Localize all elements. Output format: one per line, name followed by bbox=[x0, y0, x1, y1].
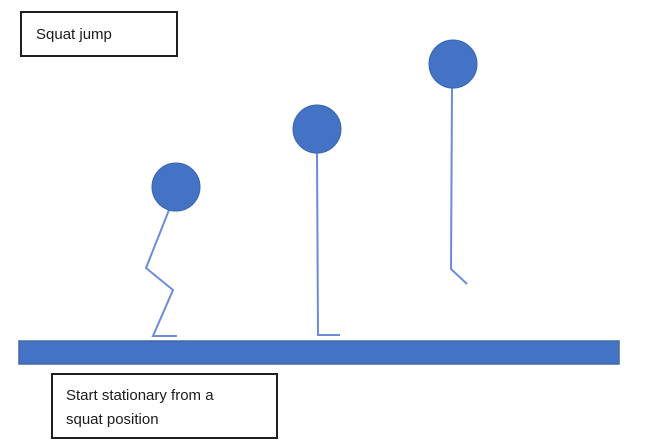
caption-box: Start stationary from a squat position bbox=[51, 373, 278, 439]
caption-line-2: squat position bbox=[66, 411, 159, 428]
figure-airborne-head bbox=[428, 39, 478, 89]
caption-line-1: Start stationary from a bbox=[66, 387, 214, 404]
figure-squat-legs bbox=[144, 209, 177, 337]
figure-airborne-body bbox=[449, 87, 468, 285]
title-box: Squat jump bbox=[20, 11, 178, 57]
figure-squat bbox=[144, 162, 201, 337]
figure-takeoff-head bbox=[292, 104, 342, 154]
title-box-label: Squat jump bbox=[36, 25, 112, 43]
figure-takeoff bbox=[292, 104, 342, 336]
figure-airborne bbox=[428, 39, 478, 285]
ground-bar bbox=[18, 340, 620, 365]
figure-squat-head bbox=[151, 162, 201, 212]
figure-takeoff-body bbox=[316, 152, 340, 336]
